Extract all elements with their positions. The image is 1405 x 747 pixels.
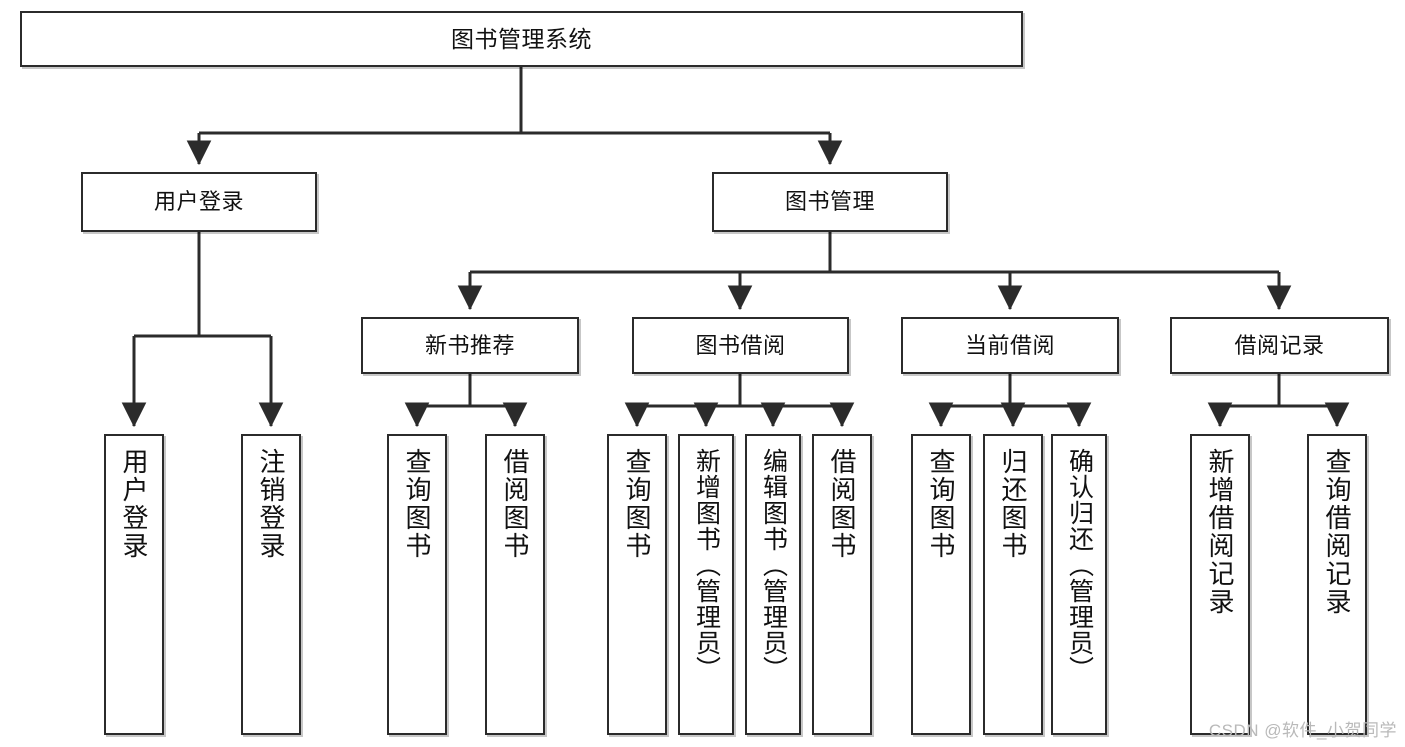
node-leaf-return-book-label: 归还图书: [998, 448, 1028, 560]
node-root-label: 图书管理系统: [451, 25, 592, 52]
node-leaf-borrow-book-2-label: 借阅图书: [827, 448, 857, 560]
node-book-manage[interactable]: 图书管理: [712, 172, 948, 232]
node-user-login-label: 用户登录: [153, 189, 244, 215]
node-leaf-confirm-return[interactable]: 确认归还（管理员）: [1051, 434, 1107, 735]
node-book-borrow[interactable]: 图书借阅: [632, 317, 849, 374]
node-leaf-return-book[interactable]: 归还图书: [983, 434, 1043, 735]
node-leaf-user-logout[interactable]: 注销登录: [241, 434, 301, 735]
node-user-login[interactable]: 用户登录: [81, 172, 317, 232]
node-leaf-query-record[interactable]: 查询借阅记录: [1307, 434, 1367, 735]
node-leaf-borrow-book-2[interactable]: 借阅图书: [812, 434, 872, 735]
node-borrow-record[interactable]: 借阅记录: [1170, 317, 1389, 374]
node-leaf-borrow-book-1-label: 借阅图书: [500, 448, 530, 560]
node-new-book-recommend-label: 新书推荐: [424, 332, 515, 358]
node-root[interactable]: 图书管理系统: [20, 11, 1023, 67]
node-leaf-add-record[interactable]: 新增借阅记录: [1190, 434, 1250, 735]
node-leaf-query-book-3[interactable]: 查询图书: [911, 434, 971, 735]
node-leaf-add-book[interactable]: 新增图书（管理员）: [678, 434, 734, 735]
node-leaf-user-login-label: 用户登录: [119, 448, 149, 560]
node-leaf-confirm-return-label: 确认归还（管理员）: [1065, 448, 1094, 682]
node-leaf-edit-book-label: 编辑图书（管理员）: [759, 448, 788, 682]
node-borrow-record-label: 借阅记录: [1234, 332, 1325, 358]
node-leaf-user-logout-label: 注销登录: [256, 448, 286, 560]
node-leaf-user-login[interactable]: 用户登录: [104, 434, 164, 735]
node-current-borrow[interactable]: 当前借阅: [901, 317, 1119, 374]
node-leaf-query-book-3-label: 查询图书: [926, 448, 956, 560]
node-leaf-query-book-1[interactable]: 查询图书: [387, 434, 447, 735]
node-leaf-borrow-book-1[interactable]: 借阅图书: [485, 434, 545, 735]
node-leaf-query-book-2-label: 查询图书: [622, 448, 652, 560]
node-book-borrow-label: 图书借阅: [695, 332, 786, 358]
watermark: CSDN @软件_小贺同学: [1208, 721, 1397, 740]
node-leaf-add-record-label: 新增借阅记录: [1205, 448, 1235, 616]
node-leaf-edit-book[interactable]: 编辑图书（管理员）: [745, 434, 801, 735]
node-leaf-add-book-label: 新增图书（管理员）: [692, 448, 721, 682]
node-leaf-query-book-2[interactable]: 查询图书: [607, 434, 667, 735]
node-new-book-recommend[interactable]: 新书推荐: [361, 317, 579, 374]
node-current-borrow-label: 当前借阅: [964, 332, 1055, 358]
node-book-manage-label: 图书管理: [784, 189, 875, 215]
node-leaf-query-record-label: 查询借阅记录: [1322, 448, 1352, 616]
node-leaf-query-book-1-label: 查询图书: [402, 448, 432, 560]
